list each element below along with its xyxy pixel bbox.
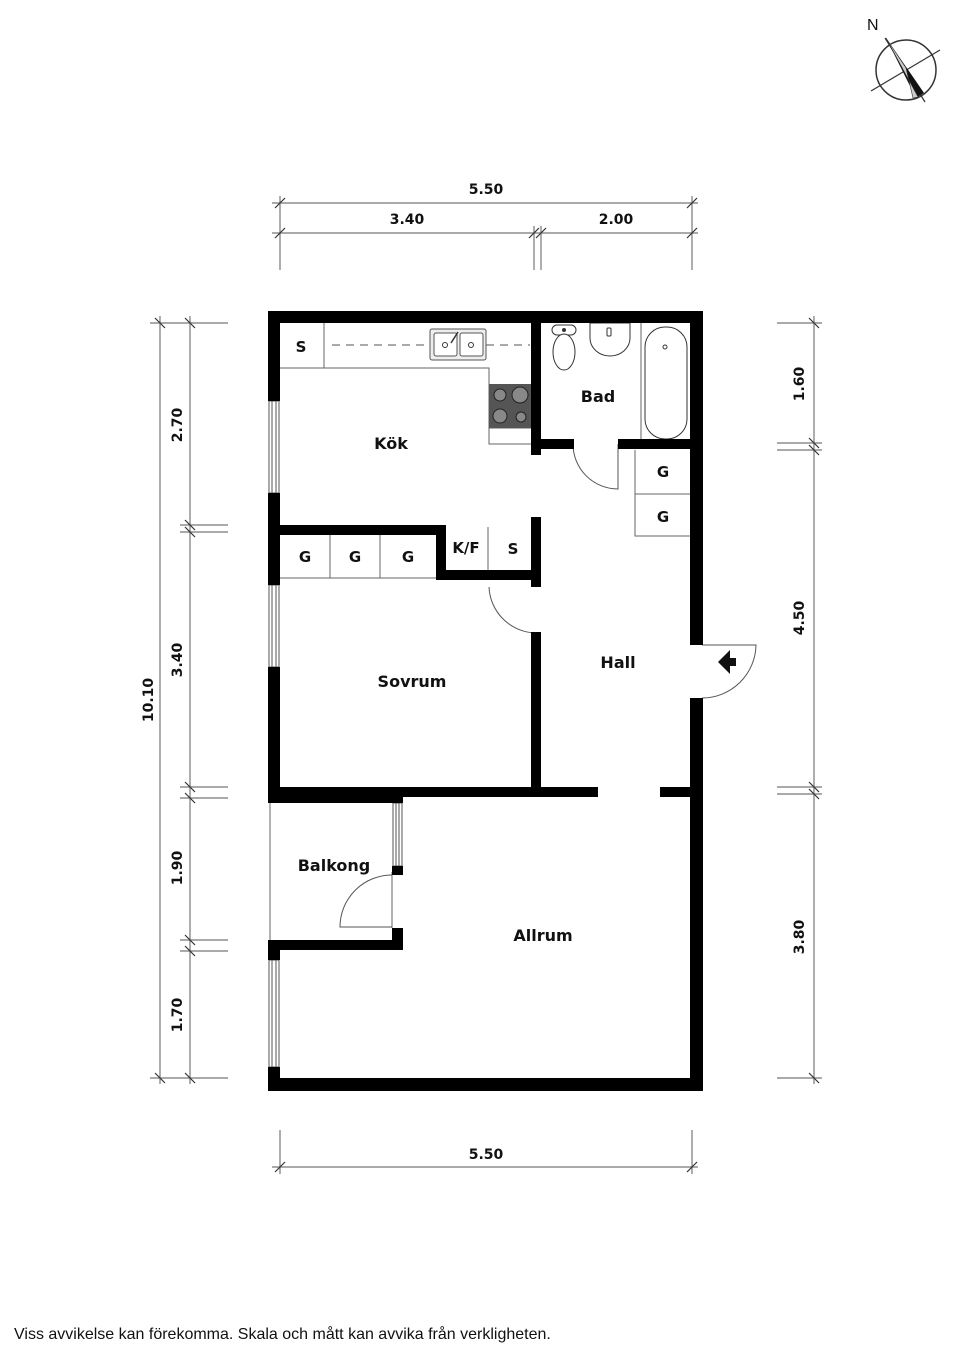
storage-label-s: S [508,540,519,558]
sink-icon [429,328,487,361]
dimension-lines [150,196,822,1174]
dim-left-3: 1.90 [170,850,186,885]
dim-bottom-total: 5.50 [469,1147,504,1163]
storage-label-hall-g2: G [657,508,669,526]
dim-top-total: 5.50 [469,182,504,198]
room-label-bad: Bad [581,387,615,406]
dim-right-3: 3.80 [792,919,808,954]
dim-left-1: 2.70 [170,407,186,442]
room-label-kok: Kök [374,434,408,453]
dim-left-4: 1.70 [170,997,186,1032]
storage-label-sovrum-g3: G [402,548,414,566]
bathtub-icon [644,326,688,440]
room-label-allrum: Allrum [513,926,572,945]
storage-label-hall-g1: G [657,463,669,481]
walls [268,311,703,1091]
room-label-hall: Hall [600,653,635,672]
room-label-balkong: Balkong [298,856,371,875]
dim-top-right: 2.00 [599,212,634,228]
dim-right-2: 4.50 [792,600,808,635]
windows [268,400,403,1068]
fixture-outlines [269,323,690,940]
dimension-ticks [154,197,820,1173]
disclaimer-text: Viss avvikelse kan förekomma. Skala och … [14,1326,551,1343]
storage-label-kf: K/F [452,539,479,557]
compass-icon: N [867,17,941,103]
washbasin-icon [589,322,631,357]
storage-label-sovrum-g2: G [349,548,361,566]
dim-top-left: 3.40 [390,212,425,228]
dim-left-total: 10.10 [141,678,157,723]
storage-label-kitchen-s: S [296,338,307,356]
room-label-sovrum: Sovrum [378,672,447,691]
stove-icon [489,384,531,428]
dim-left-2: 3.40 [170,642,186,677]
compass-north-label: N [867,17,879,34]
toilet-icon [551,324,577,371]
entrance-arrow-icon [718,650,736,674]
door-swings [339,443,757,928]
storage-label-sovrum-g1: G [299,548,311,566]
dim-right-1: 1.60 [792,366,808,401]
